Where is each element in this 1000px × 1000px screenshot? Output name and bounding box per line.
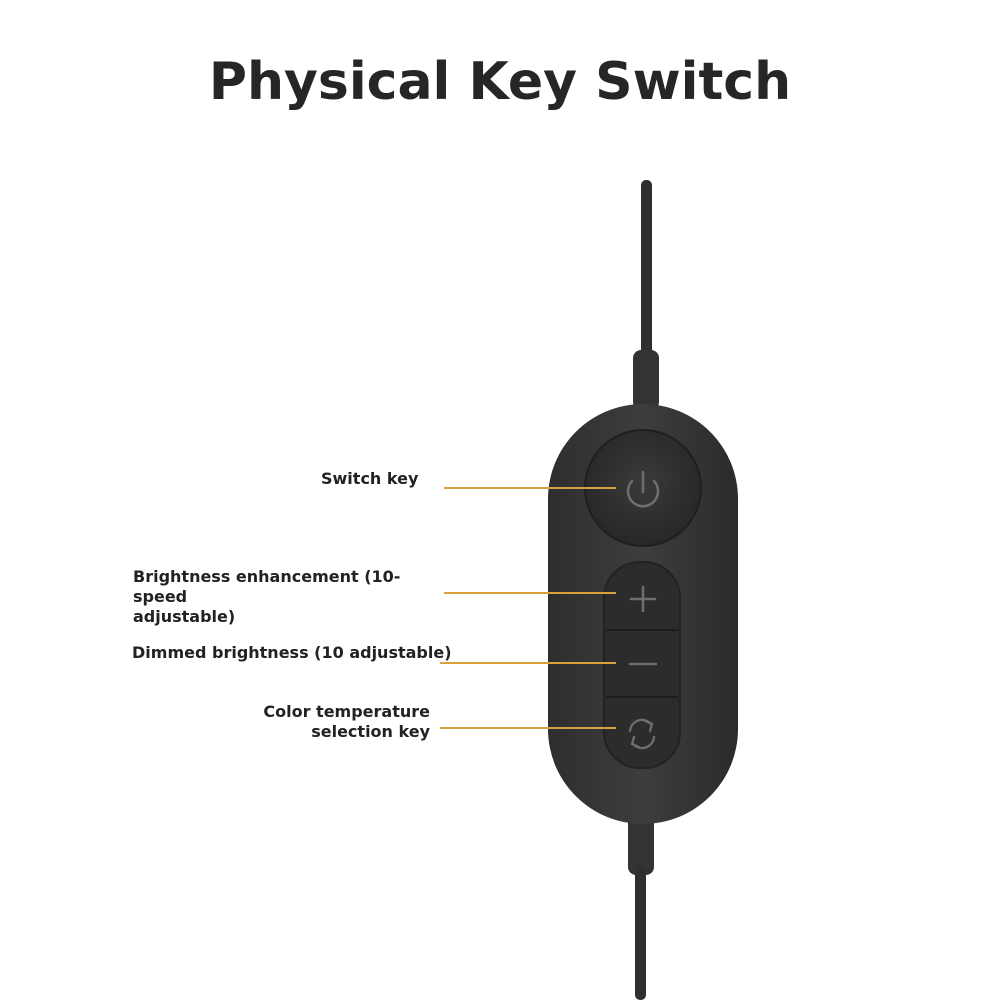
label-color-temperature: Color temperature selection key	[262, 702, 430, 742]
label-color-temperature-line2: selection key	[311, 722, 430, 741]
label-brightness-down: Dimmed brightness (10 adjustable)	[132, 643, 452, 662]
refresh-icon	[628, 718, 656, 750]
color-temperature-button[interactable]	[606, 699, 678, 766]
leader-line-color-temperature	[440, 727, 616, 729]
leader-line-switch	[444, 487, 616, 489]
label-brightness-up-line2: adjustable)	[133, 607, 236, 626]
cable-top	[641, 180, 652, 360]
label-brightness-up-line1: Brightness enhancement (10-speed	[133, 567, 401, 606]
label-brightness-up: Brightness enhancement (10-speed adjusta…	[133, 567, 453, 627]
leader-line-brightness-up	[444, 592, 616, 594]
label-switch-key: Switch key	[321, 469, 419, 488]
brightness-down-button[interactable]	[606, 632, 678, 695]
page-title: Physical Key Switch	[208, 52, 792, 112]
plus-icon	[629, 585, 657, 613]
power-icon	[626, 470, 660, 508]
brightness-up-button[interactable]	[606, 564, 678, 628]
cable-bottom	[635, 865, 646, 1000]
label-color-temperature-line1: Color temperature	[263, 702, 430, 721]
cable-bottom-strain-relief	[628, 815, 654, 875]
power-button[interactable]	[584, 429, 702, 547]
leader-line-brightness-down	[440, 662, 616, 664]
cable-top-strain-relief	[633, 350, 659, 410]
